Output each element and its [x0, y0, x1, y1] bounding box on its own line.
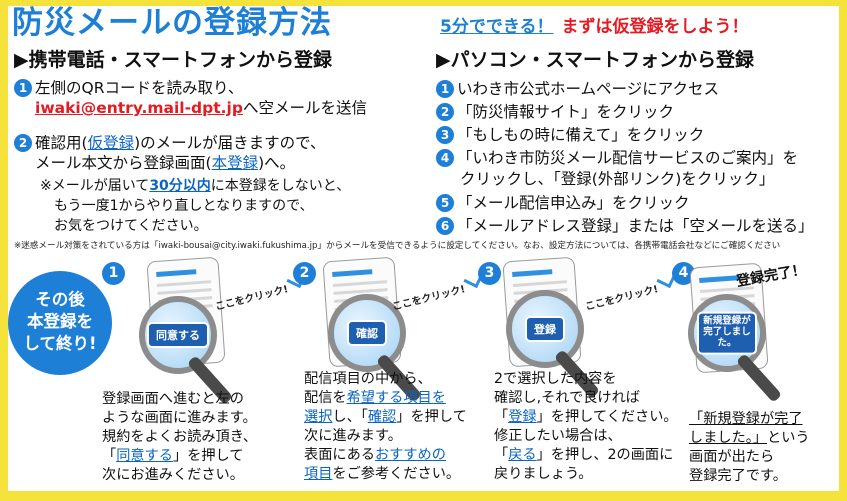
registration-complete-message: 新規登録が完了しました。 [697, 311, 757, 355]
pc-heading: ▶パソコン・スマートフォンから登録 [436, 49, 755, 71]
magnifier-icon: 確認 [328, 294, 406, 372]
mobile-heading: ▶携帯電話・スマートフォンから登録 [14, 49, 333, 71]
mobile-note-line3: お気をつけてください。 [54, 218, 208, 234]
step4-description: 「新規登録が完了 しました。」という 画面が出たら 登録完了です。 [689, 411, 810, 484]
mobile-note-line2: もう一度1からやり直しとなりますので、 [54, 198, 314, 214]
tagline-call: まずは仮登録をしよう！ [561, 17, 749, 37]
pc-step-text: 「いわき市防災メール配信サービスのご案内」を [457, 149, 799, 167]
step-number-icon: 3 [436, 126, 454, 144]
pc-step-text: 「メール配信申込み」をクリック [457, 194, 690, 212]
after-registration-badge: その後 本登録を して終り! [8, 271, 112, 375]
tagline-time: 5分でできる！ [440, 17, 554, 37]
mobile-note-line1: ※メールが届いて30分以内に本登録をしないと、 [40, 178, 351, 194]
step-badge-4: 4 [672, 262, 695, 285]
pc-step-item: クリックし、「登録(外部リンク)をクリック」 [460, 170, 775, 189]
tagline: 5分でできる！ まずは仮登録をしよう！ [440, 17, 749, 38]
mobile-step1-line2: iwaki@entry.mail-dpt.jpへ空メールを送信 [35, 99, 367, 117]
step-badge-1: 1 [102, 262, 125, 285]
step2-description: 配信項目の中から、 配信を希望する項目を 選択し、「確認」を押して 次に進みます… [304, 371, 467, 482]
step1-description: 登録画面へ進むと左の ような画面に進みます。 規約をよくお読み頂き、 「同意する… [102, 391, 258, 483]
step-number-icon: 2 [436, 103, 454, 121]
spam-filter-note: ※迷惑メール対策をされている方は「iwaki-bousai@city.iwaki… [14, 241, 781, 251]
pc-step-item: 2「防災情報サイト」をクリック [436, 103, 674, 122]
page-title: 防災メールの登録方法 [12, 6, 332, 41]
pc-step-text: クリックし、「登録(外部リンク)をクリック」 [460, 170, 775, 188]
step3-description: 2で選択した内容を 確認し,それで良ければ 「登録」を押してください。 修正した… [494, 371, 678, 482]
step-badge-2: 2 [293, 262, 316, 285]
magnifier-icon: 新規登録が完了しました。 [688, 294, 766, 372]
pc-step-item: 6「メールアドレス登録」または「空メールを送る」 [436, 217, 814, 236]
confirm-button[interactable]: 確認 [347, 320, 387, 346]
step-number-icon: 4 [436, 149, 454, 167]
click-here-label: ここをクリック! [582, 268, 677, 313]
step-number-icon: 2 [14, 134, 32, 152]
pc-step-item: 5「メール配信申込み」をクリック [436, 194, 690, 213]
magnifier-icon: 同意する [139, 296, 217, 374]
step-number-icon: 5 [436, 194, 454, 212]
pc-step-text: 「防災情報サイト」をクリック [457, 103, 675, 121]
step-number-icon: 1 [14, 79, 32, 97]
mobile-step2-line2: メール本文から登録画面(本登録)へ。 [35, 154, 296, 172]
pc-step-text: 「メールアドレス登録」または「空メールを送る」 [457, 217, 814, 235]
pc-step-text: いわき市公式ホームページにアクセス [457, 80, 719, 98]
magnifier-icon: 登録 [506, 290, 584, 368]
content-card: 防災メールの登録方法 5分でできる！ まずは仮登録をしよう！ ▶携帯電話・スマート… [8, 6, 839, 491]
step-number-icon: 1 [436, 80, 454, 98]
click-here-label: ここをクリック! [389, 268, 484, 313]
entry-email-link[interactable]: iwaki@entry.mail-dpt.jp [35, 99, 243, 117]
pc-step-item: 3「もしもの時に備えて」をクリック [436, 126, 704, 145]
register-button[interactable]: 登録 [525, 316, 565, 342]
pc-step-item: 4「いわき市防災メール配信サービスのご案内」を [436, 149, 798, 168]
step-number-icon: 6 [436, 217, 454, 235]
agree-button[interactable]: 同意する [147, 322, 209, 348]
step-badge-3: 3 [478, 262, 501, 285]
pc-step-text: 「もしもの時に備えて」をクリック [457, 126, 705, 144]
